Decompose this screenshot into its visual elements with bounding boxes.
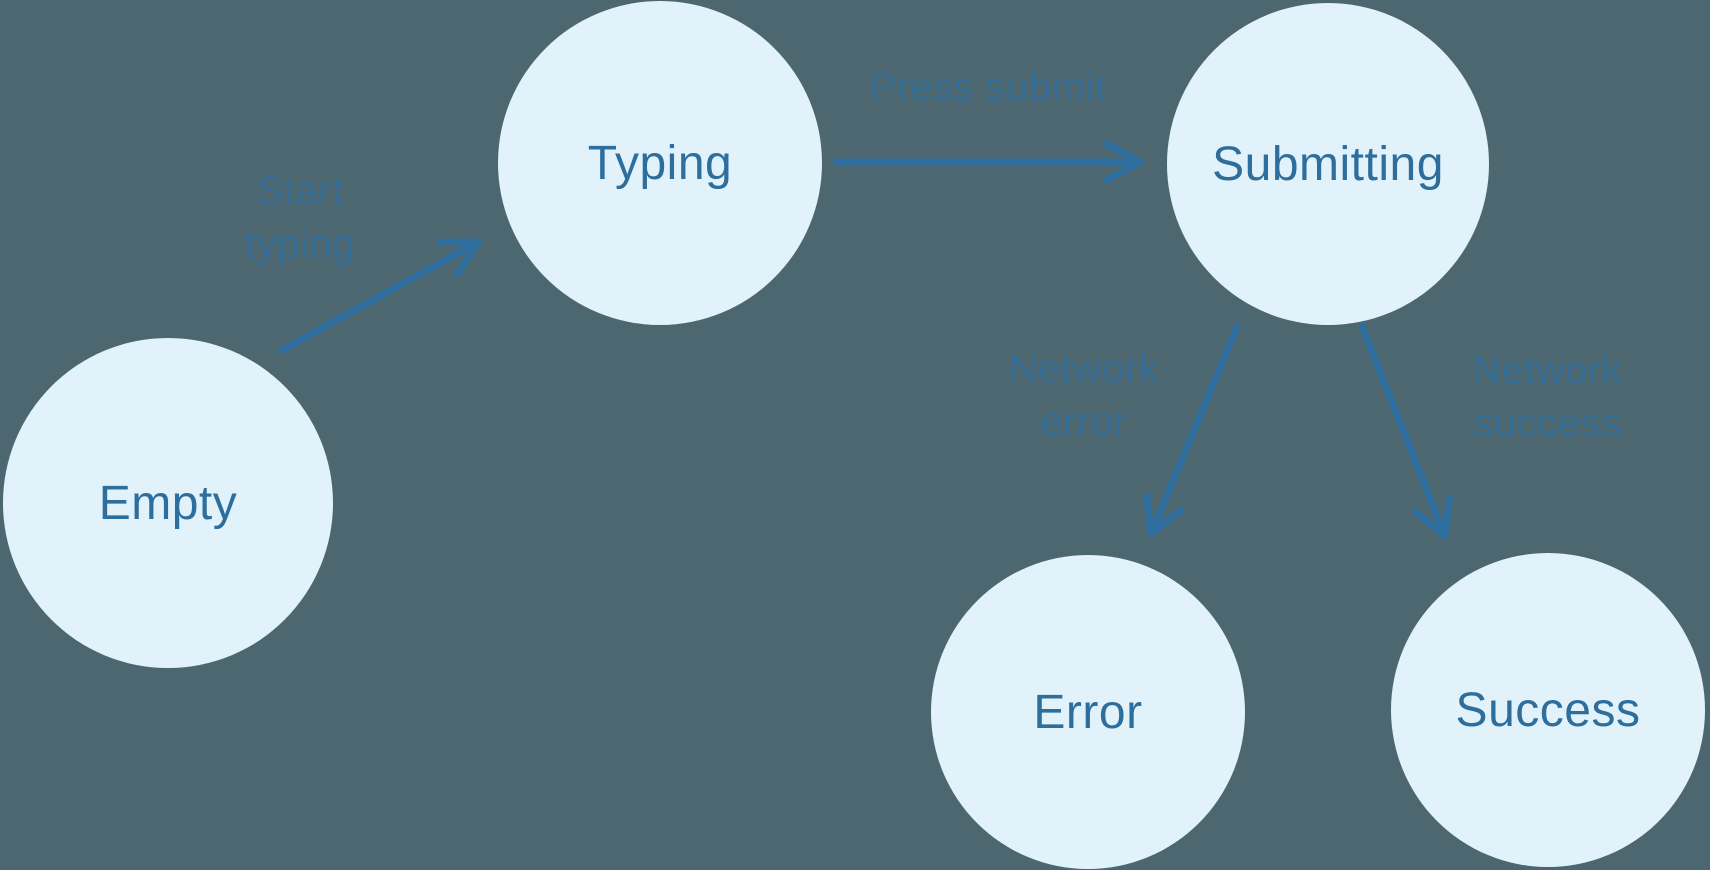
state-label-success: Success [1455, 683, 1641, 737]
edge-label-press-submit: Press submit [869, 62, 1106, 115]
edge-arrowhead-press-submit [1103, 140, 1144, 166]
edge-arrowhead-network-error [1143, 492, 1155, 538]
edge-label-line: Network [1008, 347, 1160, 391]
edge-arrowhead-network-success [1412, 508, 1449, 540]
edge-label-line: Network [1471, 348, 1623, 392]
state-label-typing: Typing [587, 136, 733, 190]
state-label-empty: Empty [98, 476, 238, 530]
state-node-submitting: Submitting [1167, 3, 1489, 325]
edge-label-line: typing [245, 222, 355, 266]
state-label-error: Error [1033, 685, 1143, 739]
edge-label-line: success [1472, 401, 1621, 445]
edge-label-line: Press submit [869, 65, 1107, 110]
edge-line-network-success [1358, 322, 1449, 540]
edge-arrowhead-network-error [1147, 506, 1185, 538]
edge-label-start-typing: Start typing [245, 165, 355, 271]
state-node-empty: Empty [3, 338, 333, 668]
edge-arrowhead-press-submit [1103, 158, 1144, 184]
state-node-typing: Typing [498, 1, 822, 325]
edge-label-line: error [1040, 400, 1128, 444]
edge-label-network-error: Network error [1009, 343, 1159, 449]
edge-label-line: Start [256, 169, 344, 213]
state-label-submitting: Submitting [1212, 137, 1444, 191]
edge-line-network-error [1147, 323, 1241, 538]
edge-label-network-success: Network success [1472, 344, 1622, 450]
edge-arrowhead-network-success [1441, 494, 1454, 540]
edge-arrowhead-start-typing [454, 238, 482, 278]
state-node-error: Error [931, 555, 1245, 869]
state-node-success: Success [1391, 553, 1705, 867]
